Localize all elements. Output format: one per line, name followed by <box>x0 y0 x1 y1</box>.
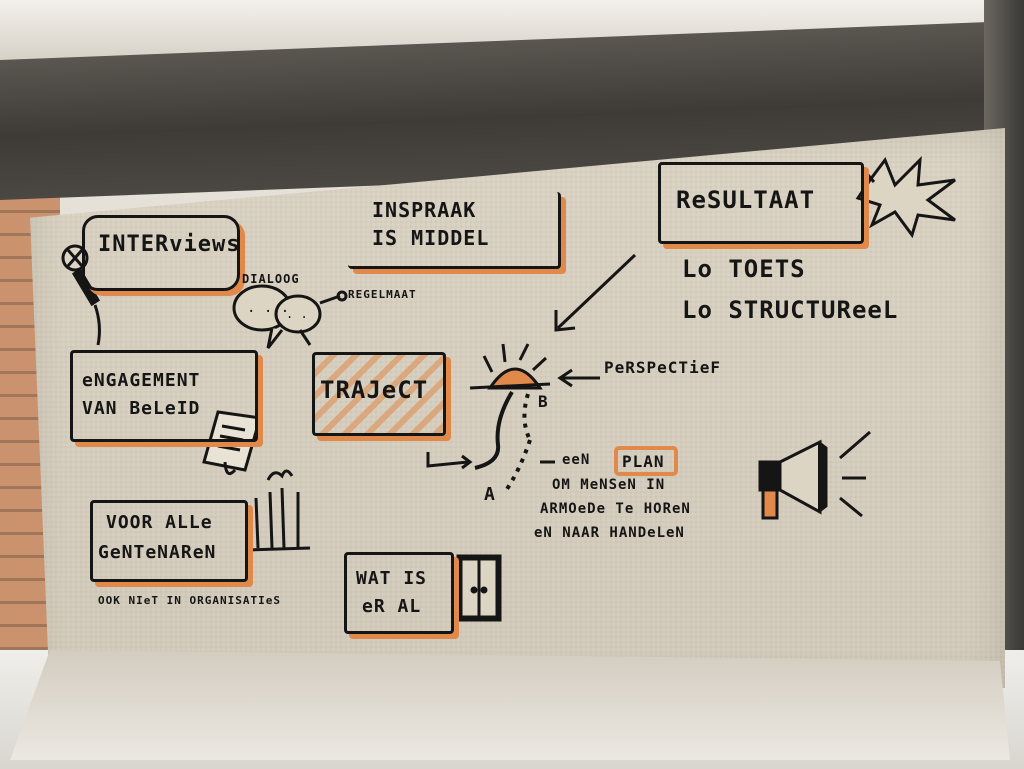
plan-line-2: OM MeNSeN IN <box>552 477 666 493</box>
wat-is-er-al-box <box>344 552 454 634</box>
traject-box <box>312 352 446 436</box>
sunrise-icon <box>426 343 551 494</box>
engagement-box <box>70 350 258 442</box>
inspraak-label-1: INSPRAAK <box>372 198 477 222</box>
wat-is-label-2: eR AL <box>362 596 422 617</box>
gentenaren-label-1: VOOR ALLe <box>106 512 213 533</box>
speech-bubbles-icon: . . . . . <box>232 284 348 349</box>
point-a-label: A <box>484 484 496 505</box>
engagement-label-2: VAN BeLeID <box>82 398 201 419</box>
gentenaren-box <box>90 500 248 582</box>
toets-label: Lo TOETS <box>682 255 806 283</box>
resultaat-label: ReSULTAAT <box>676 186 816 214</box>
arrow-icon <box>540 253 637 464</box>
resultaat-box <box>658 162 864 244</box>
regelmaat-label: REGELMAAT <box>348 288 417 301</box>
traject-label: TRAJeCT <box>320 376 429 404</box>
structureel-label: Lo STRUCTUReeL <box>682 296 899 324</box>
plan-line-4: eN NAAR HANDeLeN <box>534 525 685 541</box>
plan-word-label: PLAN <box>622 452 665 471</box>
point-b-label: B <box>538 392 549 411</box>
interviews-label: INTERviews <box>98 232 241 257</box>
engagement-label-1: eNGAGEMENT <box>82 370 201 391</box>
bookcase-icon <box>456 554 502 622</box>
plan-line-3: ARMOeDe Te HOReN <box>540 501 691 517</box>
svg-text:. .: . . <box>286 307 308 321</box>
dialoog-label: DIALOOG <box>242 272 300 286</box>
gentenaren-label-2: GeNTeNAReN <box>98 542 217 563</box>
perspectief-label: PeRSPeCTieF <box>604 358 721 377</box>
svg-text:. . .: . . . <box>247 300 289 316</box>
plant-pots-icon <box>247 469 311 552</box>
megaphone-icon <box>758 430 871 520</box>
inspraak-box <box>348 192 561 269</box>
microphone-icon <box>61 244 101 346</box>
interviews-box <box>82 215 240 291</box>
starburst-icon <box>855 156 956 239</box>
inspraak-label-2: IS MIDDEL <box>372 226 490 250</box>
wat-is-label-1: WAT IS <box>356 568 428 589</box>
organisaties-label: OOK NIeT IN ORGANISATIeS <box>98 594 281 607</box>
flipchart-paper <box>30 128 1005 688</box>
plan-prefix-label: eeN <box>562 452 591 468</box>
flipchart-paper-fold <box>10 650 1010 760</box>
